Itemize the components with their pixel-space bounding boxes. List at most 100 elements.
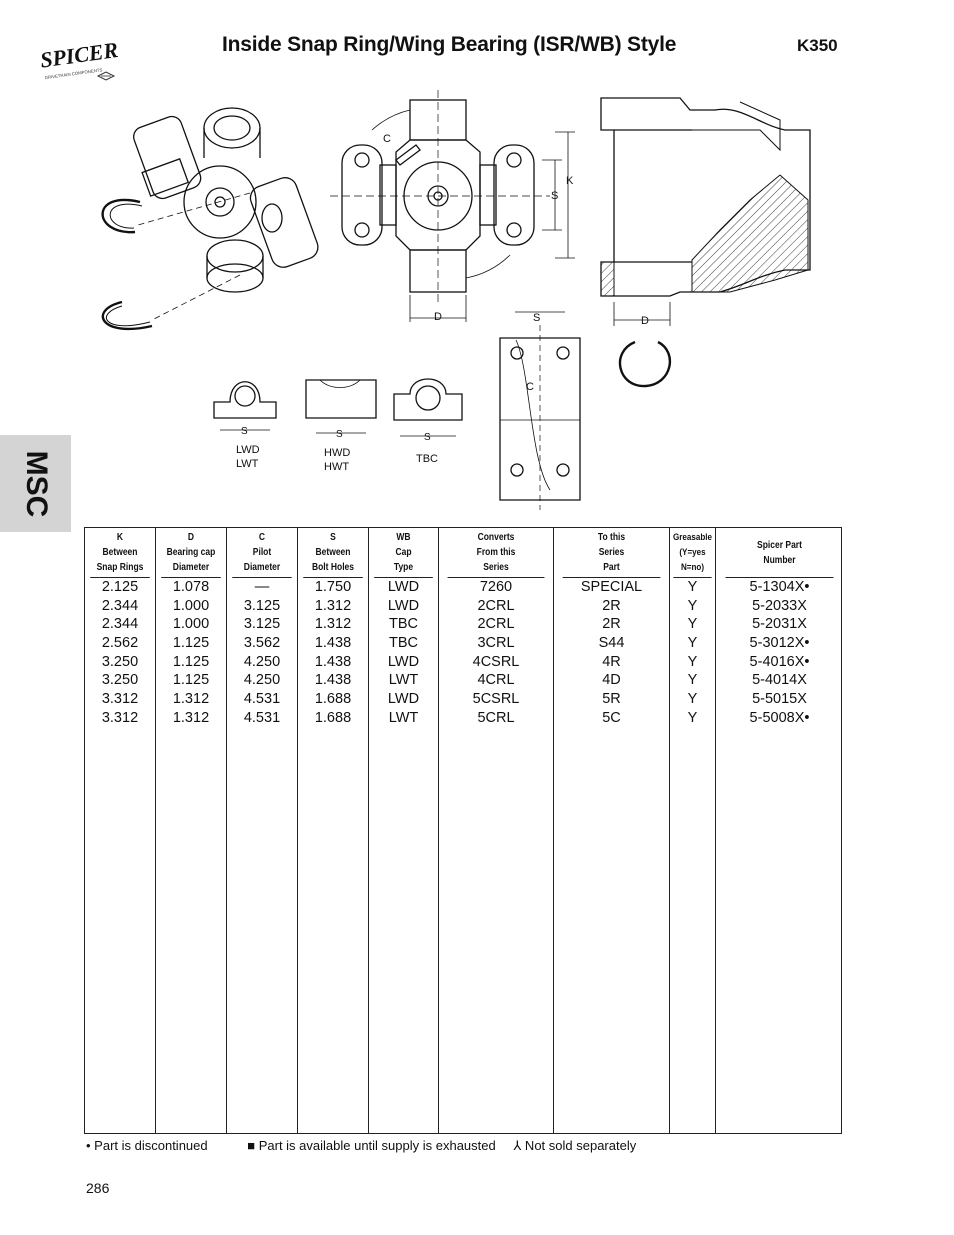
table-cell: 2CRL <box>477 616 515 633</box>
dim-label-c: C <box>383 133 391 145</box>
cap-type-3-dim: S <box>424 432 431 443</box>
table-cell: 5C <box>602 709 621 726</box>
table-cell: TBC <box>389 616 418 633</box>
table-cell: 3.250 <box>101 672 139 689</box>
footnote-discontinued: • Part is discontinued <box>86 1138 208 1153</box>
table-cell: 1.125 <box>172 672 210 689</box>
table-cell: 5CSRL <box>472 691 520 708</box>
table-cell: 3.125 <box>243 597 281 614</box>
table-cell: 1.438 <box>314 672 352 689</box>
product-code: K350 <box>797 36 838 55</box>
cap-type-tbc <box>393 378 463 437</box>
table-cell: 5-1304X• <box>749 579 810 595</box>
table-cell: LWD <box>387 653 420 670</box>
table-cell: 4CSRL <box>472 653 520 670</box>
page-number: 286 <box>86 1180 110 1196</box>
table-cell: Y <box>687 597 698 614</box>
yoke-section-view <box>600 97 811 326</box>
cap-type-1-line1: LWD <box>236 444 260 456</box>
dim-label-s: S <box>551 190 558 202</box>
table-cell: Y <box>687 672 698 689</box>
table-cell: Y <box>687 653 698 670</box>
table-cell: 2R <box>602 616 621 633</box>
footnote-supply: ■ Part is available until supply is exha… <box>247 1138 496 1153</box>
table-cell: 1.312 <box>172 709 210 726</box>
cap-type-2-line2: HWT <box>324 461 349 473</box>
table-cell: LWT <box>388 709 419 726</box>
brand-text: SPICER <box>39 37 120 73</box>
table-cell: 5R <box>602 691 621 708</box>
table-cell: 5CRL <box>477 709 515 726</box>
dim-label-d: D <box>434 311 442 323</box>
table-cell: 4CRL <box>477 672 515 689</box>
dim-label-s-cap: S <box>533 312 540 324</box>
table-cell: 5-4014X <box>752 672 807 689</box>
table-cell: 1.078 <box>172 579 210 595</box>
table-cell: SPECIAL <box>580 579 643 595</box>
footnote-not-sold: ⅄ Not sold separately <box>513 1138 637 1153</box>
cap-type-3-line1: TBC <box>416 453 438 465</box>
table-cell: 1.688 <box>314 691 352 708</box>
table-cell: — <box>254 579 270 595</box>
table-cell: Y <box>687 635 698 652</box>
table-cell: 3.312 <box>101 709 139 726</box>
cap-type-1-dim: S <box>241 426 248 437</box>
u-joint-diagram: C K S D D S C <box>101 90 811 510</box>
table-cell: 5-5015X <box>752 691 807 708</box>
page-title: Inside Snap Ring/Wing Bearing (ISR/WB) S… <box>222 33 677 56</box>
cap-type-lwd-lwt <box>213 381 277 431</box>
footnotes: • Part is discontinued ■ Part is availab… <box>86 1138 672 1154</box>
table-cell: 2.125 <box>101 579 139 595</box>
table-cell: Y <box>687 616 698 633</box>
table-cell: 7260 <box>479 579 513 595</box>
table-cell: Y <box>687 579 698 595</box>
snap-ring-lower <box>101 300 153 331</box>
table-cell: 1.312 <box>314 616 352 633</box>
bearing-cap-detail <box>499 311 581 510</box>
table-cell: 5-5008X• <box>749 709 810 726</box>
table-cell: Y <box>687 691 698 708</box>
table-cell: 4.250 <box>243 653 281 670</box>
snap-ring-right <box>618 340 671 388</box>
table-cell: 1.688 <box>314 709 352 726</box>
table-cell: LWT <box>388 672 419 689</box>
section-tab-label: MSC <box>19 450 53 517</box>
table-cell: 1.125 <box>172 653 210 670</box>
dim-label-k: K <box>566 175 574 187</box>
table-cell: 1.750 <box>314 579 352 595</box>
table-cell: 3.125 <box>243 616 281 633</box>
table-cell: 4.531 <box>243 691 281 708</box>
isometric-u-joint <box>133 107 319 321</box>
table-cell: 4.250 <box>243 672 281 689</box>
table-cell: 1.438 <box>314 635 352 652</box>
table-cell: 2R <box>602 597 621 614</box>
table-cell: 1.312 <box>172 691 210 708</box>
table-cell: 4D <box>602 672 621 689</box>
table-cell: 1.000 <box>172 597 210 614</box>
cap-type-1-line2: LWT <box>236 458 259 470</box>
table-cell: 2.344 <box>101 616 139 633</box>
table-cell: TBC <box>389 635 418 652</box>
table-cell: 3.562 <box>243 635 281 652</box>
dim-label-d-yoke: D <box>641 315 649 327</box>
table-cell: 3.250 <box>101 653 139 670</box>
table-cell: 4.531 <box>243 709 281 726</box>
spicer-logo: SPICER DRIVETRAIN COMPONENTS <box>39 37 120 81</box>
cap-type-2-line1: HWD <box>324 447 350 459</box>
